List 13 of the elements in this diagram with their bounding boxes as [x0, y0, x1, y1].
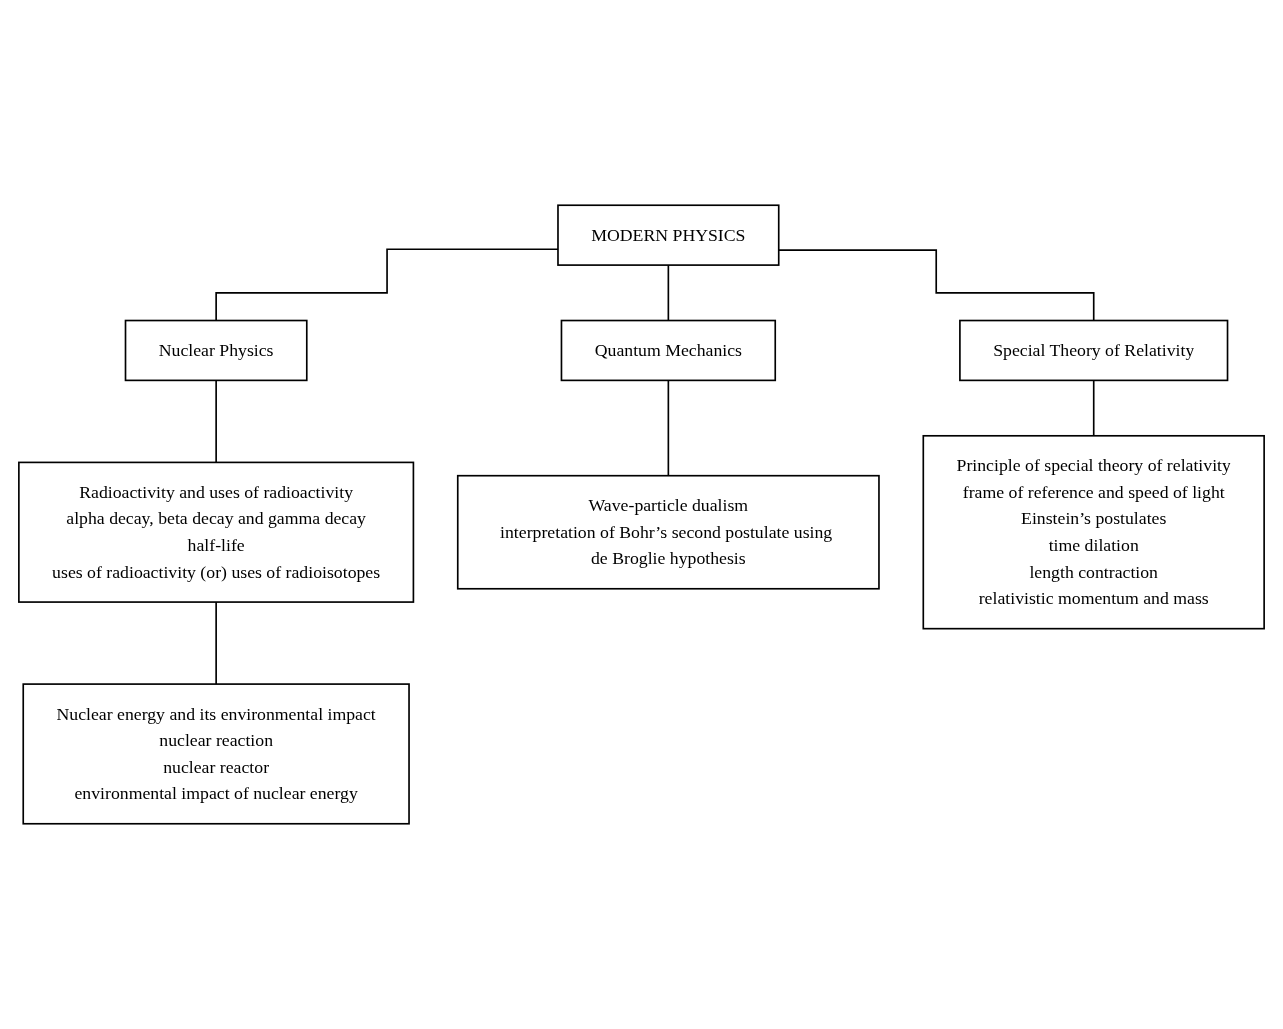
connector	[1092, 379, 1095, 437]
node-box: Quantum Mechanics	[560, 319, 777, 382]
connector	[215, 601, 217, 685]
connector	[215, 379, 217, 464]
node-box: Wave-particle dualism interpretation of Bohr’s second postulate using de Broglie hypothesis	[456, 474, 880, 590]
node-box: MODERN PHYSICS	[557, 204, 780, 266]
node-box: Nuclear energy and its environmental impact nuclear reaction nuclear reactor environmental impact of nuclear energy	[22, 683, 410, 825]
node-box: Special Theory of Relativity	[959, 319, 1229, 382]
connector	[667, 264, 670, 322]
node-box: Principle of special theory of relativity frame of reference and speed of light Einstein’s postulates time dilation length contraction relativistic momentum and mass	[922, 434, 1265, 630]
node-box: Nuclear Physics	[124, 319, 308, 382]
node-box: Radioactivity and uses of radioactivity alpha decay, beta decay and gamma decay half-life uses of radioactivity (or) uses of radioisotopes	[18, 461, 415, 603]
connector	[667, 379, 670, 477]
